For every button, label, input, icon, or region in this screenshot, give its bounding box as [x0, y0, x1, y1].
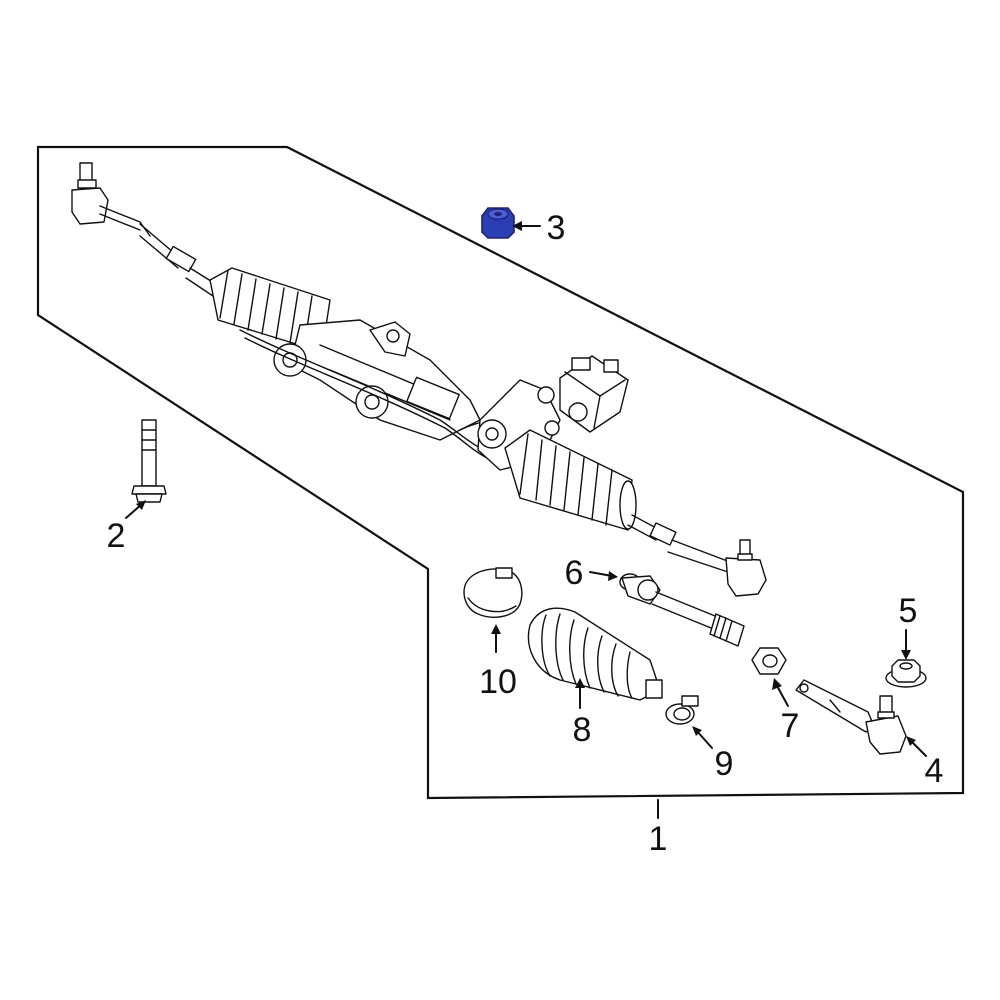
band-clamp-part-10[interactable] [463, 567, 523, 618]
right-bellows-boot [504, 429, 637, 531]
assembly-outline [36, 145, 965, 800]
callout-9: 9 [715, 745, 734, 783]
callout-2: 2 [107, 517, 126, 555]
callout-4: 4 [925, 752, 944, 790]
flange-nut-part-5[interactable] [885, 659, 927, 688]
hex-nut-part-7[interactable] [751, 647, 787, 675]
inner-tie-rod-part-6[interactable] [619, 573, 745, 647]
callout-5: 5 [899, 592, 918, 630]
callout-10: 10 [479, 663, 517, 701]
steering-rack-assembly[interactable] [71, 162, 767, 597]
bellows-boot-part-8[interactable] [527, 607, 663, 701]
tie-rod-end-part-4[interactable] [795, 679, 907, 755]
callout-1: 1 [649, 820, 668, 858]
callout-8: 8 [573, 711, 592, 749]
callout-6: 6 [565, 554, 584, 592]
clamp-part-9[interactable] [665, 695, 699, 725]
nut-part-3[interactable] [481, 207, 515, 239]
callout-3: 3 [547, 209, 566, 247]
bolt-part-2[interactable] [131, 419, 167, 503]
callout-7: 7 [781, 707, 800, 745]
leader-lines [125, 221, 927, 819]
